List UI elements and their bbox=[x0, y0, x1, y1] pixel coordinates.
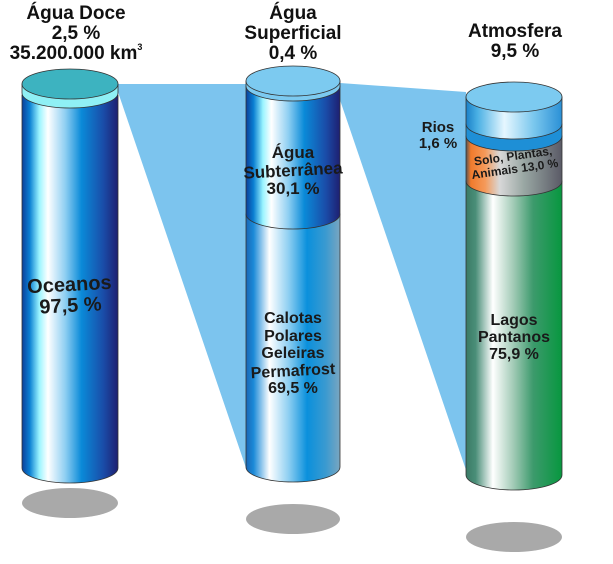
header-line: 2,5 % bbox=[51, 22, 101, 44]
header-agua-doce: Água Doce 2,5 % 35.200.000 km3 bbox=[0, 4, 152, 64]
shadow-3 bbox=[466, 522, 562, 552]
shadow-1 bbox=[22, 488, 118, 518]
side-label-rios: Rios 1,6 % bbox=[418, 119, 458, 152]
cylinder-agua-doce bbox=[245, 65, 341, 483]
segment-label-agua-subterranea: Água Subterrânea 30,1 % bbox=[242, 143, 344, 198]
projection-wedge-2 bbox=[340, 83, 466, 470]
header-line: 35.200.000 km3 bbox=[9, 41, 143, 64]
segment-label-lagos-pantanos: Lagos Pantanos 75,9 % bbox=[477, 312, 550, 363]
header-agua-superficial: Água Superficial 0,4 % bbox=[244, 3, 342, 64]
cylinder-oceanos bbox=[21, 68, 119, 484]
segment-label-calotas-polares: Calotas Polares Geleiras Permafrost 69,5… bbox=[250, 310, 336, 398]
projection-wedge-1 bbox=[117, 84, 246, 468]
cylinder-agua-superficial bbox=[465, 81, 563, 491]
shadow-2 bbox=[246, 504, 340, 534]
segment-label-oceanos: Oceanos 97,5 % bbox=[26, 271, 113, 319]
header-line: Água Doce bbox=[26, 3, 126, 24]
header-atmosfera: Atmosfera 9,5 % bbox=[468, 21, 562, 62]
